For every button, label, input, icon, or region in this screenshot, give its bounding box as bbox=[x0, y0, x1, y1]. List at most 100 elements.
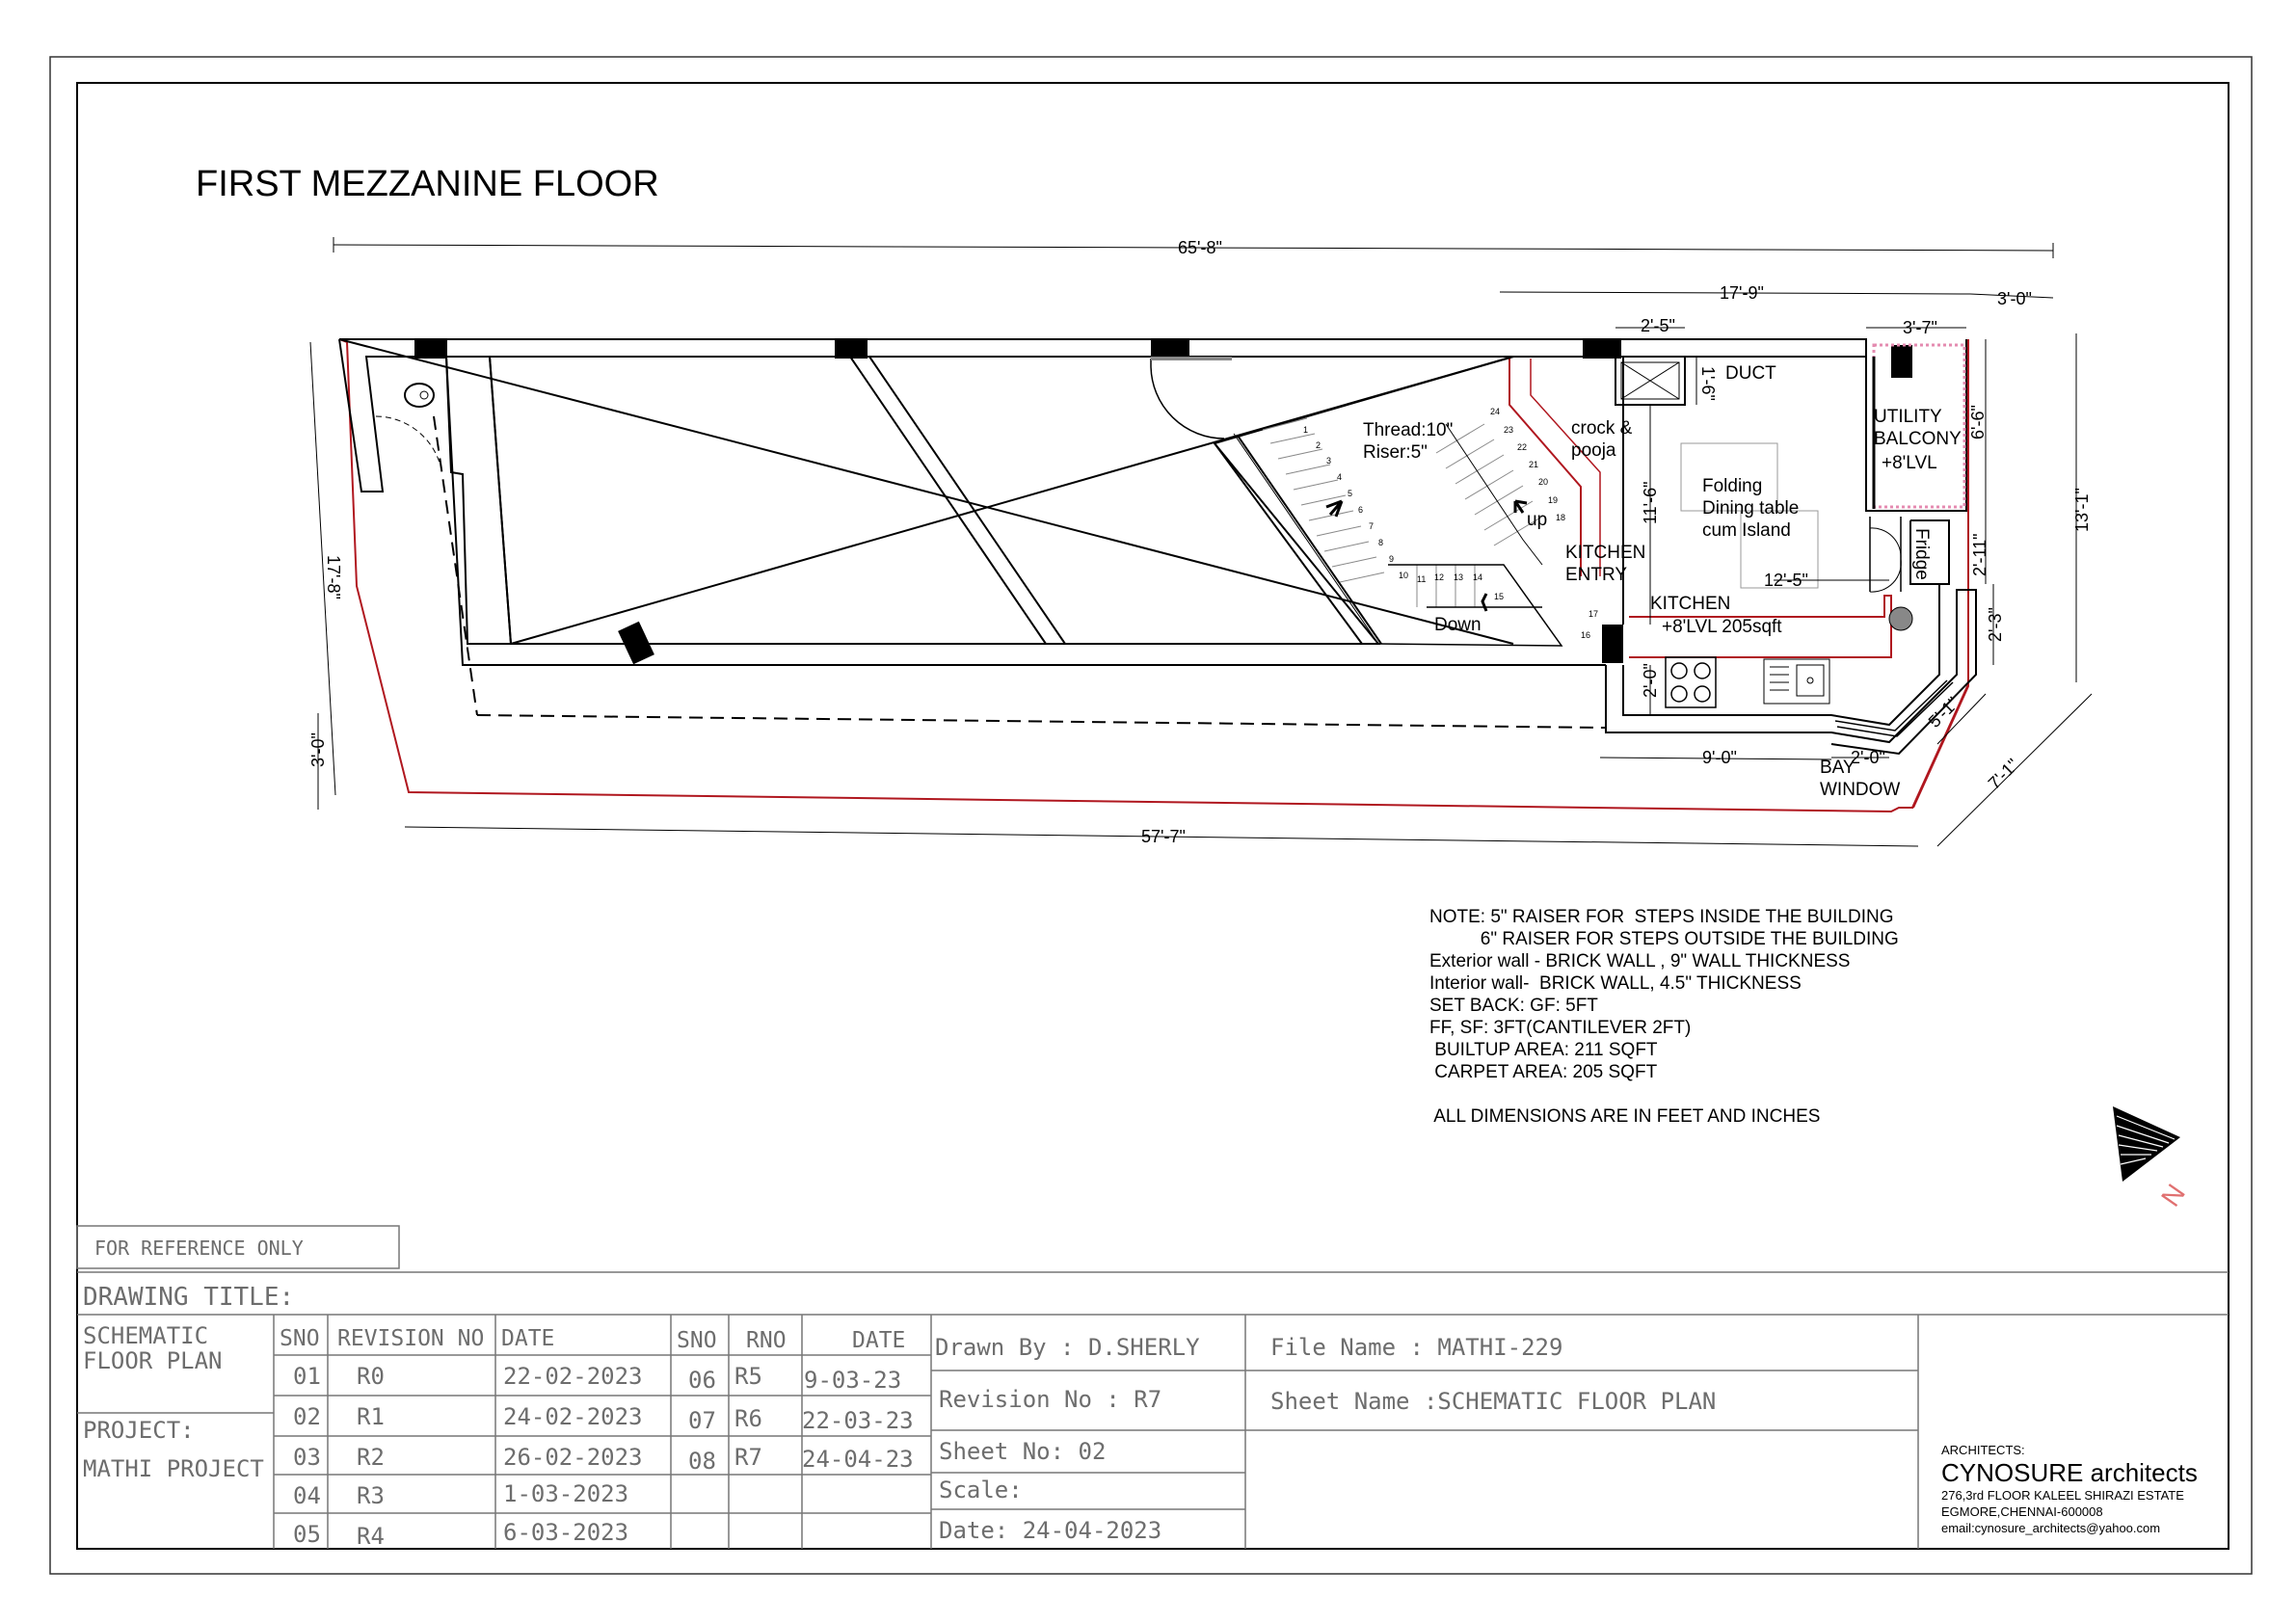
toilet-fixture-inner bbox=[419, 390, 429, 400]
column bbox=[618, 621, 654, 665]
drawing-title-2: FLOOR PLAN bbox=[83, 1347, 223, 1374]
label-riser: Riser:5" bbox=[1363, 442, 1428, 463]
label-pooja: pooja bbox=[1571, 440, 1616, 461]
svg-text:8: 8 bbox=[1378, 538, 1383, 547]
scale: Scale: bbox=[939, 1477, 1023, 1503]
drawing-title: FIRST MEZZANINE FLOOR bbox=[196, 164, 659, 204]
stair-red-line bbox=[1508, 359, 1582, 576]
label-entry: ENTRY bbox=[1565, 565, 1627, 585]
svg-text:4: 4 bbox=[1337, 472, 1342, 482]
dim-right-height: 13'-1" bbox=[2072, 488, 2092, 532]
rev-sno: 02 bbox=[293, 1403, 321, 1430]
toilet-door-swing bbox=[375, 415, 441, 464]
architects-address-1: 276,3rd FLOOR KALEEL SHIRAZI ESTATE bbox=[1941, 1488, 2184, 1503]
rev-no: R2 bbox=[357, 1444, 385, 1471]
dim-diag-right: 7'-1" bbox=[1985, 755, 2022, 792]
rev-date: 1-03-2023 bbox=[503, 1480, 628, 1507]
title-block-texts: FOR REFERENCE ONLY DRAWING TITLE: SCHEMA… bbox=[83, 1237, 1716, 1550]
rev-no: R5 bbox=[734, 1363, 762, 1390]
column bbox=[835, 339, 868, 359]
rev-sno: 05 bbox=[293, 1521, 321, 1548]
label-folding: Folding bbox=[1702, 476, 1762, 496]
svg-text:12: 12 bbox=[1434, 572, 1444, 582]
column bbox=[1891, 345, 1912, 378]
dim-bay-depth: 5'-1" bbox=[1925, 693, 1962, 731]
rev-sno: 06 bbox=[688, 1367, 716, 1394]
project-name: MATHI PROJECT bbox=[83, 1455, 264, 1482]
dim-duct-width: 2'-5" bbox=[1641, 316, 1675, 335]
label-island: cum Island bbox=[1702, 520, 1791, 541]
rev-sno: 08 bbox=[688, 1448, 716, 1475]
header-date-2: DATE bbox=[852, 1328, 905, 1353]
svg-text:13: 13 bbox=[1454, 572, 1463, 582]
kitchen-outer-wall bbox=[1605, 589, 1977, 756]
label-up: up bbox=[1527, 510, 1547, 530]
drawing-title-1: SCHEMATIC bbox=[83, 1322, 208, 1349]
rev-no: R3 bbox=[357, 1482, 385, 1509]
stair-arrow-icon bbox=[1325, 499, 1344, 518]
note-line: NOTE: 5" RAISER FOR STEPS INSIDE THE BUI… bbox=[1429, 907, 1894, 927]
label-balcony: BALCONY bbox=[1874, 429, 1962, 449]
header-sno-2: SNO bbox=[677, 1328, 717, 1353]
reference-note: FOR REFERENCE ONLY bbox=[94, 1237, 304, 1260]
svg-text:2: 2 bbox=[1316, 440, 1321, 450]
dim-duct-depth: 1'-6" bbox=[1698, 366, 1718, 401]
label-kitchen-entry: KITCHEN bbox=[1565, 543, 1645, 563]
drawing-title-label: DRAWING TITLE: bbox=[83, 1283, 294, 1312]
svg-text:24: 24 bbox=[1490, 407, 1500, 416]
column bbox=[1583, 339, 1621, 359]
svg-text:19: 19 bbox=[1548, 495, 1558, 505]
rev-no: R6 bbox=[734, 1405, 762, 1432]
note-line: SET BACK: GF: 5FT bbox=[1429, 996, 1598, 1016]
label-utility: UTILITY bbox=[1874, 407, 1942, 427]
stair-flight-1 bbox=[1262, 417, 1543, 607]
rev-date: 24-04-23 bbox=[802, 1446, 914, 1473]
date: Date: 24-04-2023 bbox=[939, 1517, 1161, 1544]
rev-no: R1 bbox=[357, 1403, 385, 1430]
stair-flight-2-outline bbox=[1445, 423, 1543, 566]
svg-text:9: 9 bbox=[1389, 554, 1394, 564]
outer-border bbox=[49, 56, 2253, 1575]
label-dining: Dining table bbox=[1702, 498, 1799, 519]
svg-text:11: 11 bbox=[1417, 574, 1426, 584]
kitchen-sink-icon bbox=[1763, 658, 1830, 705]
rev-sno: 04 bbox=[293, 1482, 321, 1509]
header-date: DATE bbox=[501, 1326, 554, 1351]
dim-left-setback: 3'-0" bbox=[308, 732, 328, 767]
dim-kitchen-width: 12'-5" bbox=[1764, 571, 1808, 590]
stove-icon bbox=[1665, 656, 1717, 708]
architects-label: ARCHITECTS: bbox=[1941, 1443, 2025, 1457]
column bbox=[414, 339, 447, 359]
notes-block: NOTE: 5" RAISER FOR STEPS INSIDE THE BUI… bbox=[1429, 906, 1899, 1128]
dim-bay-width: 2'-0" bbox=[1851, 748, 1885, 767]
rev-sno: 07 bbox=[688, 1407, 716, 1434]
svg-text:10: 10 bbox=[1399, 571, 1408, 580]
svg-text:23: 23 bbox=[1504, 425, 1513, 435]
dim-utility-depth: 6'-6" bbox=[1968, 405, 1988, 439]
stair-red-line-2 bbox=[1530, 359, 1601, 576]
dim-counter-depth: 2'-0" bbox=[1641, 663, 1660, 698]
dim-left-height: 17'-8" bbox=[324, 555, 343, 599]
label-utility-level: +8'LVL bbox=[1882, 453, 1937, 473]
void-diagonal-1 bbox=[849, 356, 1047, 645]
fridge-door bbox=[1869, 527, 1902, 593]
setback-line-red-right bbox=[1912, 339, 1969, 809]
rev-date: 26-02-2023 bbox=[503, 1444, 643, 1471]
rev-date: 9-03-23 bbox=[804, 1367, 901, 1394]
dim-right-block: 17'-9" bbox=[1720, 283, 1764, 303]
north-arrow-icon: N bbox=[2113, 1106, 2191, 1211]
door-leaf bbox=[1151, 357, 1232, 360]
void-cross-1 bbox=[338, 338, 1514, 645]
title-block bbox=[76, 1225, 2229, 1549]
dim-utility-width: 3'-7" bbox=[1903, 318, 1937, 337]
note-line: ALL DIMENSIONS ARE IN FEET AND INCHES bbox=[1429, 1106, 1821, 1127]
stair-numbers: 1 2 3 4 5 6 7 8 9 10 11 12 13 14 15 16 1… bbox=[1303, 407, 1598, 640]
duct-cross-2 bbox=[1620, 361, 1680, 400]
label-window: WINDOW bbox=[1820, 780, 1900, 800]
stair-outline bbox=[1233, 433, 1379, 645]
rev-sno: 03 bbox=[293, 1444, 321, 1471]
svg-text:15: 15 bbox=[1494, 592, 1504, 601]
dimension-texts: 65'-8" 17'-9" 3'-0" 2'-5" 3'-7" 1'-6" 6'… bbox=[308, 238, 2092, 846]
rev-no: R7 bbox=[734, 1444, 762, 1471]
architects-name: CYNOSURE architects bbox=[1941, 1458, 2198, 1487]
